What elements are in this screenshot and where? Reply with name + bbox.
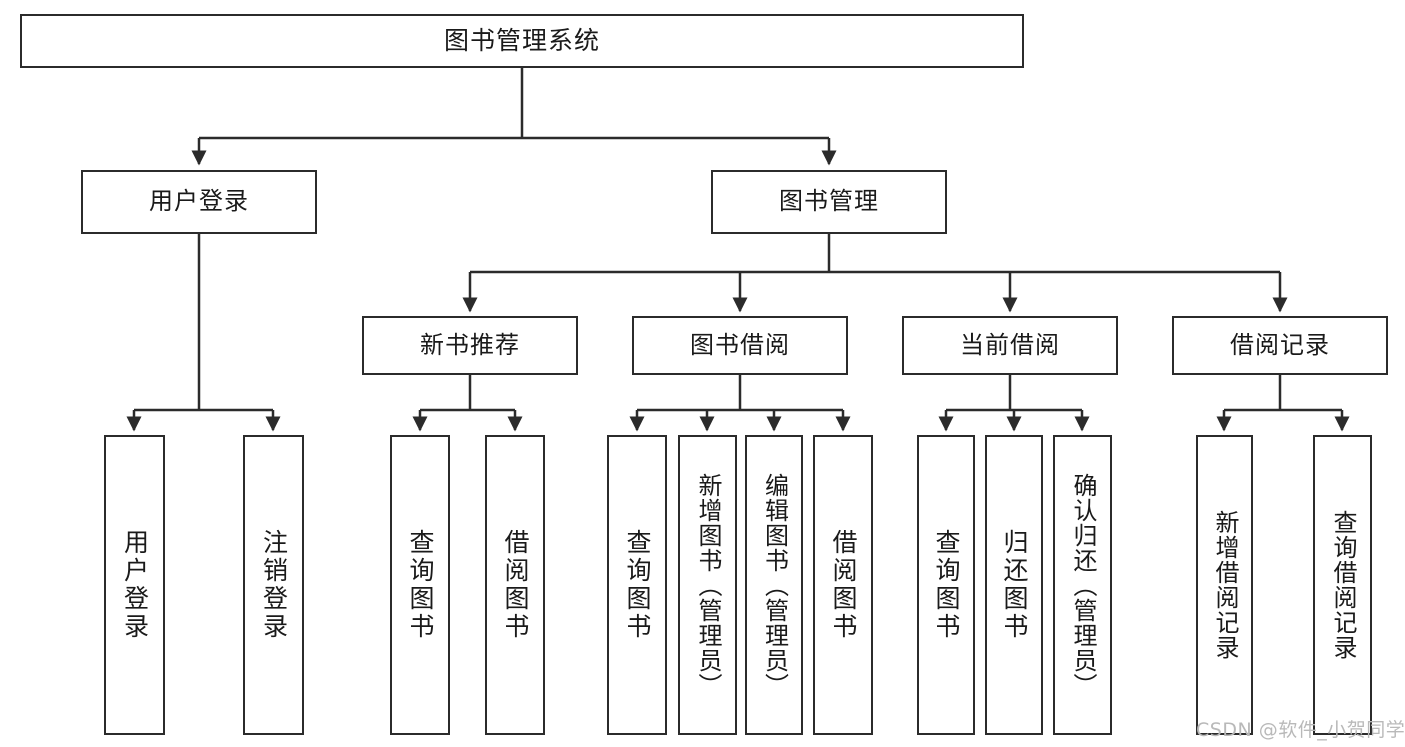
node-label: 用户登录 (120, 529, 150, 641)
node-label: 图书管理系统 (443, 25, 600, 55)
node-label: 查询图书 (623, 529, 652, 641)
node-leaf-borrow-book-recommend[interactable]: 借阅图书 (485, 435, 545, 735)
node-label: 注销登录 (259, 529, 289, 641)
node-leaf-query-borrow-record[interactable]: 查询借阅记录 (1313, 435, 1372, 735)
node-book-management[interactable]: 图书管理 (711, 170, 947, 234)
node-leaf-query-book-current[interactable]: 查询图书 (917, 435, 975, 735)
node-leaf-add-borrow-record[interactable]: 新增借阅记录 (1196, 435, 1253, 735)
node-leaf-confirm-return-admin[interactable]: 确认归还（管理员） (1053, 435, 1112, 735)
node-label: 查询图书 (932, 529, 961, 641)
node-root-system[interactable]: 图书管理系统 (20, 14, 1024, 68)
node-leaf-add-book-admin[interactable]: 新增图书（管理员） (678, 435, 737, 735)
node-leaf-borrow-book[interactable]: 借阅图书 (813, 435, 873, 735)
node-leaf-edit-book-admin[interactable]: 编辑图书（管理员） (745, 435, 803, 735)
node-new-book-recommend[interactable]: 新书推荐 (362, 316, 578, 375)
node-leaf-query-book-recommend[interactable]: 查询图书 (390, 435, 450, 735)
node-borrow-record[interactable]: 借阅记录 (1172, 316, 1388, 375)
node-current-borrow[interactable]: 当前借阅 (902, 316, 1118, 375)
node-leaf-return-book[interactable]: 归还图书 (985, 435, 1043, 735)
node-book-borrow[interactable]: 图书借阅 (632, 316, 848, 375)
node-label: 新增图书（管理员） (693, 472, 722, 698)
node-label: 查询图书 (406, 529, 435, 641)
node-label: 归还图书 (1000, 529, 1029, 641)
node-label: 借阅图书 (501, 529, 530, 641)
node-label: 确认归还（管理员） (1068, 472, 1097, 698)
node-leaf-user-login[interactable]: 用户登录 (104, 435, 165, 735)
node-label: 图书管理 (779, 187, 879, 216)
node-label: 编辑图书（管理员） (760, 472, 789, 698)
node-leaf-logout-login[interactable]: 注销登录 (243, 435, 304, 735)
node-label: 查询借阅记录 (1328, 510, 1357, 660)
node-label: 借阅记录 (1230, 330, 1330, 359)
node-leaf-query-book-borrow[interactable]: 查询图书 (607, 435, 667, 735)
node-label: 图书借阅 (690, 330, 790, 359)
node-label: 新增借阅记录 (1210, 510, 1239, 660)
node-label: 新书推荐 (420, 330, 520, 359)
node-label: 当前借阅 (960, 330, 1060, 359)
node-user-login[interactable]: 用户登录 (81, 170, 317, 234)
node-label: 用户登录 (149, 187, 249, 216)
node-label: 借阅图书 (829, 529, 858, 641)
csdn-watermark: CSDN @软件_小贺同学 (1196, 719, 1405, 741)
